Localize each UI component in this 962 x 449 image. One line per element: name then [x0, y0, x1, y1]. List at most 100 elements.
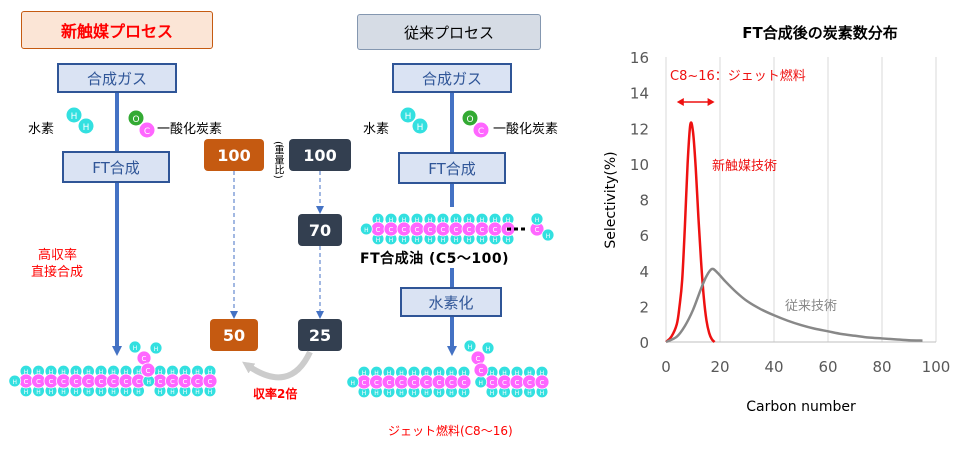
old-ratio-start: 100 [303, 145, 337, 165]
legend-conventional: 従来技術 [785, 299, 837, 314]
svg-text:H: H [399, 390, 403, 397]
hydrogen-atom: H [488, 212, 502, 226]
svg-text:C: C [24, 378, 29, 386]
hydrogen-atom: H [57, 364, 70, 378]
svg-text:H: H [462, 370, 466, 377]
hydrogen-atom: H [449, 212, 463, 226]
series-line-0 [665, 121, 716, 343]
hydrogen-atom: H [423, 212, 437, 226]
old-syngas-label: 合成ガス [421, 69, 482, 88]
svg-text:H: H [490, 370, 494, 377]
svg-text:H: H [136, 369, 140, 376]
hydrogen-atom: H [510, 365, 524, 379]
svg-text:H: H [515, 390, 519, 397]
carbon-atom: C [369, 374, 384, 390]
svg-text:H: H [133, 345, 138, 352]
svg-text:H: H [480, 237, 484, 244]
svg-text:C: C [490, 379, 495, 387]
new-h2-molecule: H H [65, 106, 95, 135]
hydrogen-atom: H [346, 375, 360, 389]
carbon-atom: C [118, 373, 134, 389]
svg-text:H: H [389, 217, 393, 224]
x-tick-label: 40 [764, 358, 783, 376]
hydrogen-atom: H [423, 232, 437, 246]
carbon-atom: C [383, 221, 399, 237]
svg-text:H: H [506, 237, 510, 244]
svg-text:C: C [441, 226, 446, 234]
y-tick-label: 10 [630, 156, 649, 174]
svg-text:C: C [49, 378, 54, 386]
svg-text:H: H [13, 379, 17, 386]
svg-text:H: H [502, 370, 506, 377]
old-ft-box: FT合成 [398, 152, 506, 184]
new-co-label: 一酸化炭素 [157, 122, 223, 137]
svg-text:H: H [374, 370, 378, 377]
svg-text:C: C [449, 379, 454, 387]
new-syngas-label: 合成ガス [86, 69, 147, 88]
carbon-atom: C [356, 374, 372, 390]
y-tick-label: 14 [630, 85, 649, 103]
svg-text:H: H [454, 217, 458, 224]
carbon-atom: C [165, 373, 180, 389]
old-h2-molecule: H H [399, 106, 429, 135]
hydrogen-atom: H [57, 384, 70, 398]
svg-text:H: H [428, 217, 432, 224]
svg-text:H: H [540, 370, 544, 377]
hydrogen-atom: H [8, 374, 22, 388]
svg-text:H: H [158, 369, 162, 376]
hydrogen-atom: H [149, 341, 163, 355]
svg-text:C: C [412, 379, 417, 387]
svg-text:H: H [124, 369, 128, 376]
svg-text:C: C [493, 226, 498, 234]
new-ratio-end-box: 50 [210, 319, 258, 351]
series-line-1 [665, 267, 923, 344]
svg-text:H: H [351, 380, 355, 387]
svg-text:H: H [170, 369, 174, 376]
svg-text:C: C [144, 127, 150, 137]
carbon-atom: C [456, 374, 472, 390]
svg-text:H: H [515, 370, 519, 377]
old-hydrogen-label: 水素 [363, 122, 390, 137]
carbon-atom: C [435, 221, 451, 237]
svg-text:H: H [147, 379, 151, 386]
new-ratio-start: 100 [217, 145, 251, 165]
svg-text:H: H [183, 369, 187, 376]
svg-text:H: H [480, 217, 484, 224]
svg-text:H: H [462, 390, 466, 397]
svg-text:H: H [493, 237, 497, 244]
svg-text:C: C [61, 378, 66, 386]
svg-text:O: O [466, 115, 473, 125]
carbon-atom: C [18, 373, 34, 389]
carbon-atom: C [470, 350, 486, 366]
svg-text:C: C [454, 226, 459, 234]
svg-text:C: C [376, 226, 381, 234]
svg-text:C: C [387, 379, 392, 387]
svg-text:H: H [111, 389, 115, 396]
svg-text:H: H [374, 390, 378, 397]
yield-label: 収率2倍 [253, 387, 298, 401]
svg-text:H: H [195, 389, 199, 396]
hydrogen-atom: H [485, 385, 499, 399]
svg-text:O: O [132, 115, 139, 125]
carbon-atom: C [529, 221, 545, 237]
svg-text:H: H [86, 389, 90, 396]
svg-text:C: C [136, 378, 141, 386]
svg-text:C: C [36, 378, 41, 386]
carbon-atom: C [106, 373, 121, 389]
svg-text:H: H [183, 389, 187, 396]
svg-text:C: C [374, 379, 379, 387]
svg-text:C: C [415, 226, 420, 234]
svg-text:H: H [362, 370, 366, 377]
hydrogen-atom: H [488, 232, 502, 246]
svg-text:H: H [527, 370, 531, 377]
svg-text:C: C [146, 367, 151, 375]
hydrogen-atom: H [462, 232, 476, 246]
svg-text:H: H [86, 369, 90, 376]
carbon-atom: C [190, 373, 205, 389]
svg-text:H: H [467, 217, 471, 224]
svg-text:H: H [486, 346, 491, 353]
svg-text:H: H [490, 390, 494, 397]
